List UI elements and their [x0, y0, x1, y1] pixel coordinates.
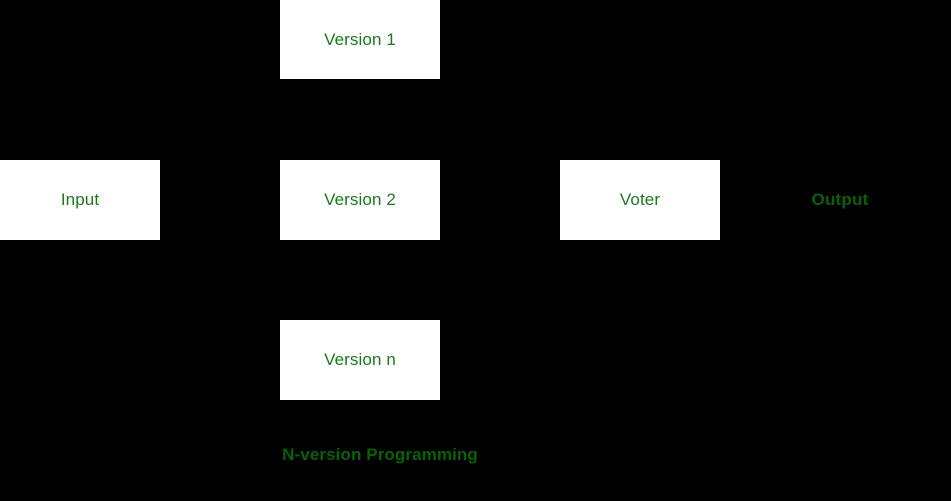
node-voter[interactable]: Voter	[560, 160, 720, 240]
node-version-1[interactable]: Version 1	[280, 0, 440, 79]
node-version-n[interactable]: Version n	[280, 320, 440, 400]
edge-input-to-version-n	[160, 199, 280, 361]
edge-version-1-to-voter	[440, 39, 560, 201]
node-input-label: Input	[60, 190, 100, 209]
node-version-1-label: Version 1	[324, 29, 396, 49]
label-output: Output	[760, 180, 920, 220]
arrowhead-version-2	[272, 196, 280, 204]
edge-input-to-version-1	[160, 39, 280, 201]
node-input[interactable]: Input	[0, 160, 160, 240]
label-output-text: Output	[811, 190, 869, 209]
node-version-2-label: Version 2	[324, 190, 396, 209]
node-version-2[interactable]: Version 2	[280, 160, 440, 240]
arrowhead-voter	[552, 196, 560, 204]
node-voter-label: Voter	[619, 190, 661, 209]
node-version-n-label: Version n	[324, 350, 396, 369]
diagram-caption: N-version Programming	[280, 440, 480, 470]
arrowhead-version-n	[272, 356, 280, 364]
arrowhead-version-1	[272, 36, 280, 44]
edge-version-n-to-voter	[440, 199, 560, 361]
diagram-caption-text: N-version Programming	[282, 445, 478, 464]
